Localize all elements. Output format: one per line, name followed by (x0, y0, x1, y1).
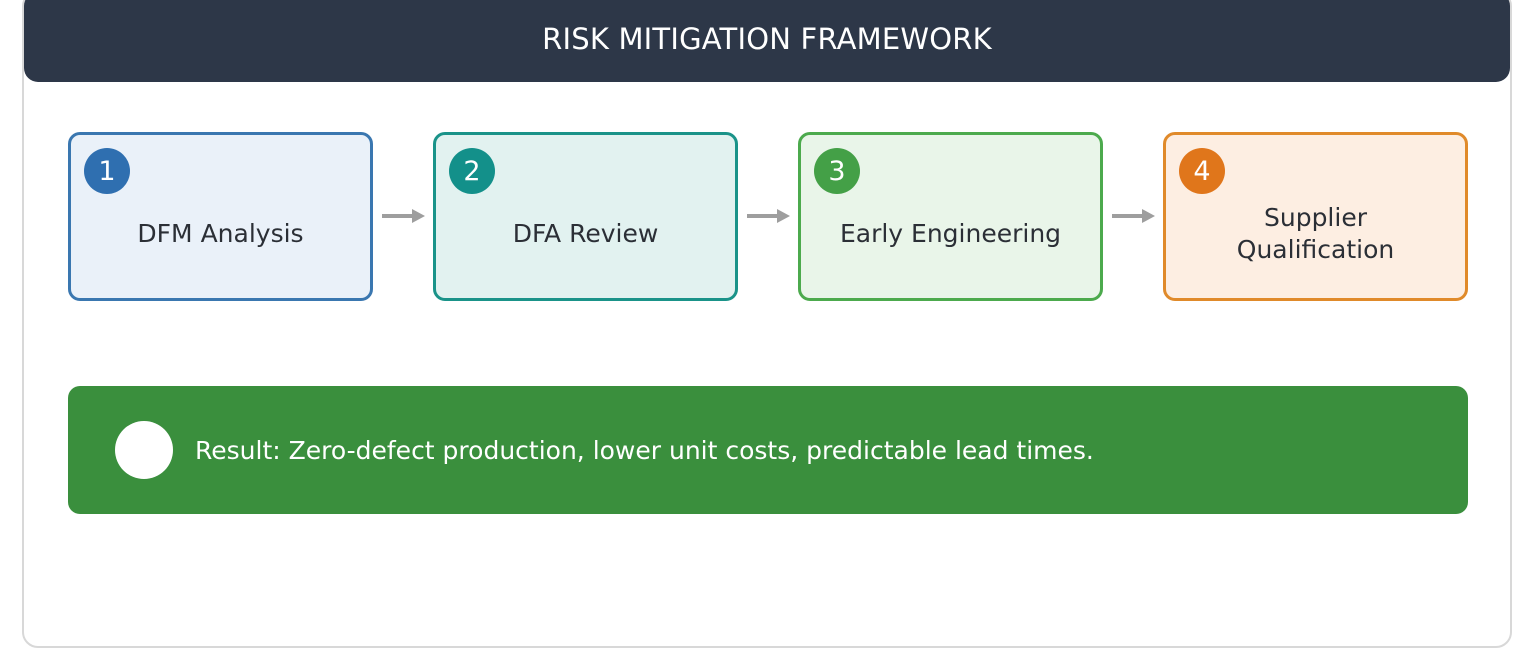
step-label: DFA Review (512, 218, 659, 248)
framework-panel: RISK MITIGATION FRAMEWORK (22, 0, 1512, 648)
step-label: DFM Analysis (137, 218, 304, 248)
header-bar: RISK MITIGATION FRAMEWORK (24, 0, 1510, 82)
step-label: Supplier Qualification (1236, 202, 1395, 264)
result-banner: Result: Zero-defect production, lower un… (68, 386, 1468, 514)
arrow-right-icon (1112, 209, 1155, 223)
result-circle-icon (115, 421, 173, 479)
arrow-right-icon (747, 209, 790, 223)
step-number-badge: 2 (449, 148, 495, 194)
step-number-badge: 3 (814, 148, 860, 194)
page-title: RISK MITIGATION FRAMEWORK (542, 22, 992, 56)
arrow-right-icon (382, 209, 425, 223)
result-text: Result: Zero-defect production, lower un… (195, 435, 1094, 465)
step-label: Early Engineering (839, 218, 1062, 248)
step-number-badge: 4 (1179, 148, 1225, 194)
step-number-badge: 1 (84, 148, 130, 194)
